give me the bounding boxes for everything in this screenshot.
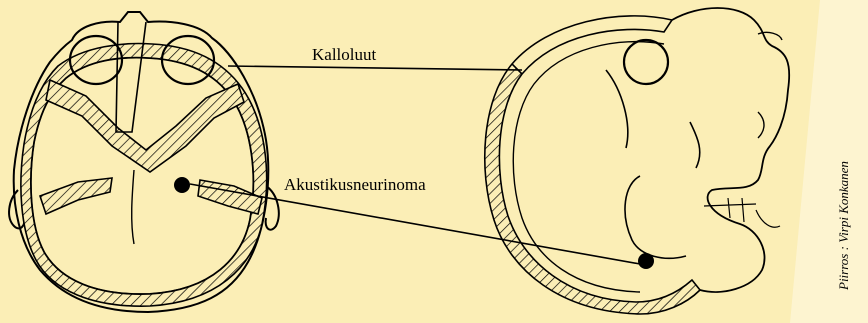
nostril [758,32,782,40]
artist-credit: Piirros : Virpi Konkanen [836,161,852,290]
right-petrous-ridge [198,180,262,214]
face-profile [672,8,789,292]
brainstem [625,176,686,258]
neck-branches [704,198,780,227]
sphenoid-ridges [46,80,244,172]
maxilla [606,70,628,148]
palate [690,122,700,168]
sagittal-tumor-dot [638,253,654,269]
axial-skull [9,12,279,312]
mouth [758,112,764,138]
sagittal-orbit [624,40,668,84]
sagittal-head [485,8,789,314]
left-petrous-ridge [40,178,112,214]
tumor-label: Akustikusneurinoma [284,175,426,195]
skull-bones-label: Kalloluut [312,45,376,65]
paper-corner-fade [790,0,868,323]
skull-leader [228,66,522,70]
axial-tumor-dot [174,177,190,193]
clivus [132,170,134,244]
nasal-bridge [116,22,146,132]
